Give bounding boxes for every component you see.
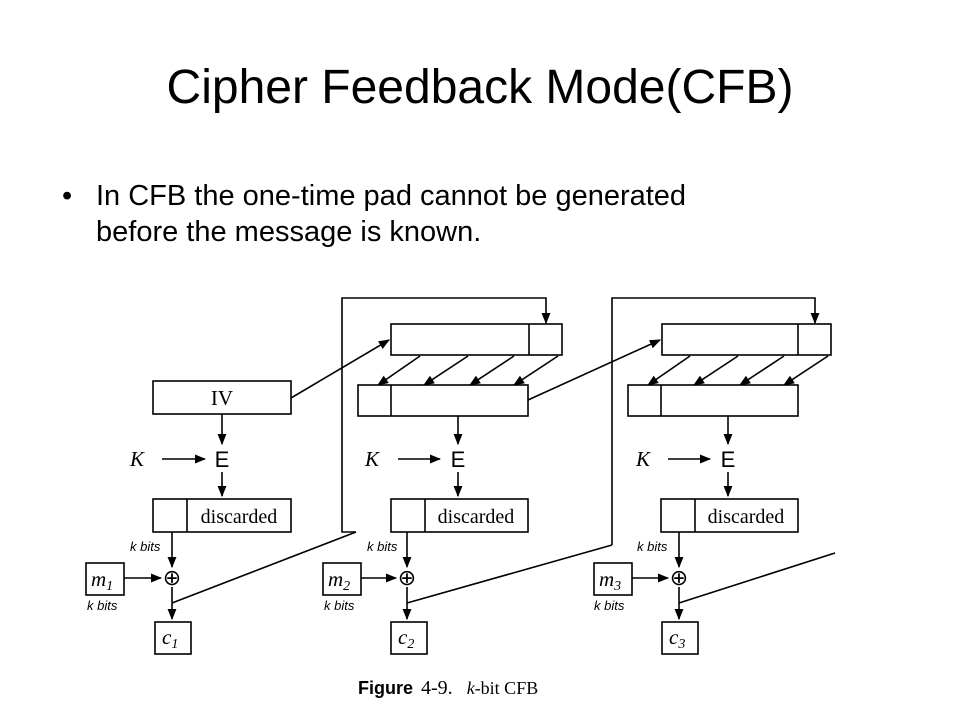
shift-arrow-3d: [783, 355, 829, 386]
key-label-2: K: [364, 447, 380, 471]
message-label-1: m1: [91, 567, 113, 594]
shift-arrow-3b: [693, 355, 739, 386]
xor-icon-3: ⊕: [670, 565, 688, 590]
kbits-label-message-1: k bits: [87, 598, 118, 613]
feedback-route-1: [341, 297, 551, 533]
shift-arrow-2c: [469, 355, 515, 386]
kbits-label-message-2: k bits: [324, 598, 355, 613]
cipher-label-1: c1: [162, 625, 178, 652]
bullet-text-line-1: In CFB the one-time pad cannot be genera…: [96, 180, 687, 212]
message-label-2: m2: [328, 567, 350, 594]
message-label-3: m3: [599, 567, 621, 594]
encrypt-label-1: E: [215, 447, 230, 472]
shift-register-bottom-2: [357, 384, 529, 417]
kbits-label-output-1: k bits: [130, 539, 161, 554]
discarded-label-1: discarded: [201, 506, 278, 528]
xor-icon-2: ⊕: [398, 565, 416, 590]
shift-arrow-2d: [513, 355, 559, 386]
cipher-label-2: c2: [398, 625, 414, 652]
output-register-1: [152, 498, 292, 533]
iv-to-register-arrow-1: [290, 339, 390, 399]
key-label-1: K: [129, 447, 145, 471]
message-box-1: [85, 562, 125, 596]
output-register-3: [660, 498, 799, 533]
bullet-item: • In CFB the one-time pad cannot be gene…: [62, 178, 902, 250]
shift-register-top-2: [390, 323, 563, 356]
message-box-2: [322, 562, 362, 596]
message-box-3: [593, 562, 633, 596]
shift-register-top-3: [661, 323, 832, 356]
cipher-box-3: [661, 621, 699, 655]
encrypt-label-2: E: [451, 447, 466, 472]
feedback-line-2: [406, 544, 613, 604]
feedback-line-1: [171, 531, 357, 604]
key-label-3: K: [635, 447, 651, 471]
kbits-label-output-3: k bits: [637, 539, 668, 554]
xor-icon-1: ⊕: [163, 565, 181, 590]
shift-arrow-3c: [739, 355, 785, 386]
feedback-line-3: [678, 552, 836, 604]
cipher-label-3: c3: [669, 625, 685, 652]
shift-arrow-2a: [377, 355, 421, 386]
cipher-box-2: [390, 621, 428, 655]
feedback-route-2: [611, 297, 820, 545]
discarded-label-3: discarded: [708, 506, 785, 528]
output-register-2: [390, 498, 529, 533]
cipher-box-1: [154, 621, 192, 655]
shift-arrow-3a: [647, 355, 691, 386]
bullet-dot-icon: •: [62, 180, 73, 212]
shift-register-bottom-3: [627, 384, 799, 417]
slide-title: Cipher Feedback Mode(CFB): [166, 61, 794, 114]
bullet-list: • In CFB the one-time pad cannot be gene…: [62, 178, 902, 250]
kbits-label-message-3: k bits: [594, 598, 625, 613]
bullet-text-line-2: before the message is known.: [96, 216, 482, 248]
encrypt-label-3: E: [721, 447, 736, 472]
iv-label: IV: [211, 386, 233, 410]
bullet-text: In CFB the one-time pad cannot be genera…: [96, 178, 686, 250]
kbits-label-output-2: k bits: [367, 539, 398, 554]
discarded-label-2: discarded: [438, 506, 515, 528]
register-to-register-arrow-2: [527, 339, 662, 401]
shift-arrow-2b: [423, 355, 469, 386]
